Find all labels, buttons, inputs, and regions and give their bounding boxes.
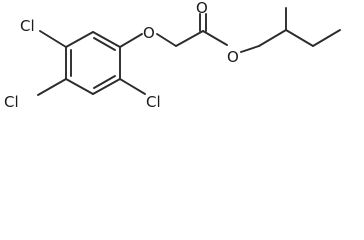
- bond-ring-ether-oxygen: [119, 33, 143, 48]
- atom-label-chlorine: Cl: [146, 93, 161, 111]
- bond-carbonyl-ester-oxygen: [202, 30, 228, 46]
- bond-ether-oxygen-ch2: [156, 33, 177, 47]
- bond-ch-methyl: [258, 29, 287, 47]
- ring-double-bond: [93, 37, 116, 51]
- atom-label-oxygen: O: [196, 0, 208, 17]
- ring-bond: [65, 78, 94, 95]
- ring-bond: [65, 31, 94, 48]
- atom-label-chlorine: Cl: [20, 17, 35, 35]
- bond-ch2-carbonyl: [175, 30, 204, 47]
- bond-ester-oxygen-ch: [240, 45, 260, 53]
- bond-ch-ch2: [285, 29, 314, 47]
- bond-ring-cl-left: [37, 78, 67, 96]
- ring-double-bond: [93, 75, 116, 89]
- chemical-structure: Cl Cl Cl O O O: [4, 0, 341, 111]
- atom-label-chlorine: Cl: [4, 93, 19, 111]
- benzene-ring: [65, 31, 121, 95]
- atom-label-oxygen: O: [143, 24, 155, 42]
- bond-ch2-ch3: [312, 29, 341, 47]
- bond-ring-cl-top: [39, 30, 67, 48]
- bond-ring-cl-bottom: [119, 78, 146, 95]
- ring-bond: [92, 78, 121, 95]
- atom-label-oxygen: O: [227, 48, 239, 66]
- ring-bond: [92, 31, 121, 48]
